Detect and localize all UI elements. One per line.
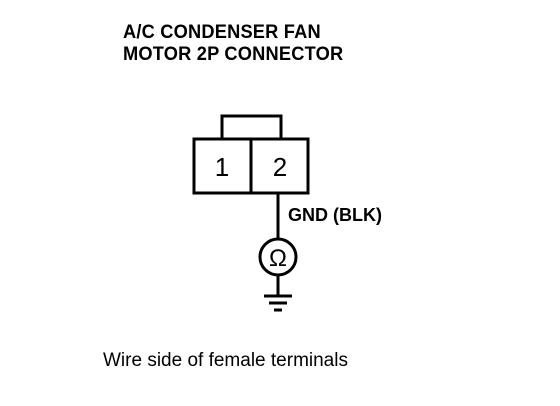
ohmmeter-icon: Ω <box>258 237 298 277</box>
diagram-caption: Wire side of female terminals <box>103 350 348 371</box>
connector-locking-tab <box>220 114 283 139</box>
wire-label: GND (BLK) <box>288 205 382 225</box>
diagram-title: A/C CONDENSER FAN MOTOR 2P CONNECTOR <box>123 22 343 66</box>
title-line-1: A/C CONDENSER FAN <box>123 22 321 43</box>
terminal-2-label: 2 <box>273 152 287 182</box>
ground-symbol-icon <box>264 294 292 312</box>
title-line-2: MOTOR 2P CONNECTOR <box>123 44 344 65</box>
ohm-symbol: Ω <box>269 245 287 272</box>
terminal-1-label: 1 <box>215 152 229 182</box>
